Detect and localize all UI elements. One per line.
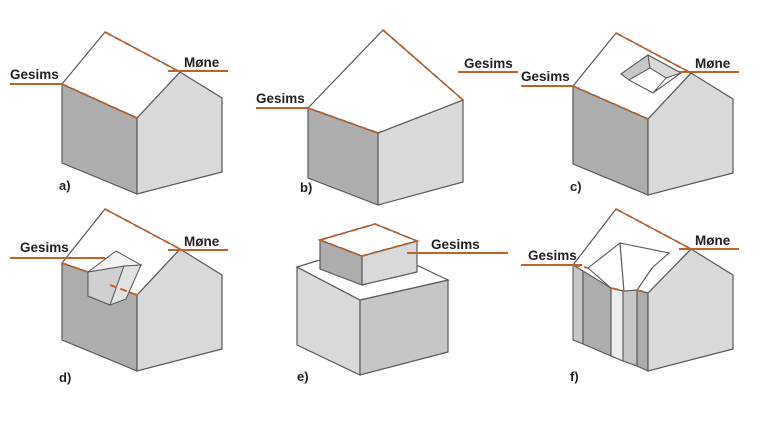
- panel-d-eaves-line-left: [61, 262, 89, 273]
- panel-f: Gesims Møne f): [521, 208, 739, 384]
- panel-e-gesims-label: Gesims: [431, 237, 480, 252]
- panel-c: Gesims Møne c): [521, 32, 739, 196]
- panel-d: Gesims Møne d): [10, 208, 228, 385]
- panel-a-roof-plane: [61, 31, 181, 119]
- panel-d-eaves-line-right: [109, 284, 138, 296]
- panel-c-ridge-line: [615, 32, 692, 74]
- panel-d-letter: d): [59, 370, 71, 385]
- panel-a-eaves-line: [61, 83, 138, 119]
- panel-f-wall-rear-sliver: [572, 264, 584, 345]
- panel-f-dormer-front-wall: [610, 287, 624, 362]
- panel-f-wall-right-lower: [636, 289, 649, 372]
- panel-a-gesims-label: Gesims: [10, 67, 59, 82]
- panel-a-ridge-line: [104, 31, 181, 73]
- panel-e: Gesims e): [295, 222, 508, 384]
- panel-b-gesims-left-label: Gesims: [256, 91, 305, 106]
- panel-f-eaves-line-dormer: [610, 287, 625, 292]
- panel-f-ridge-line: [615, 208, 692, 250]
- panel-f-mone-label: Møne: [695, 233, 731, 248]
- panel-b: Gesims Gesims b): [256, 29, 518, 206]
- panel-a: Gesims Møne a): [10, 31, 228, 195]
- panel-f-letter: f): [570, 369, 579, 384]
- panel-c-mone-label: Møne: [695, 56, 731, 71]
- panel-b-eaves-front-line: [307, 107, 379, 134]
- panel-f-gesims-label: Gesims: [528, 248, 577, 263]
- panel-b-letter: b): [300, 180, 312, 195]
- panel-c-roof-light-well: [619, 54, 683, 94]
- panel-a-mone-label: Møne: [184, 55, 220, 70]
- panel-c-light-well-floor: [627, 67, 667, 94]
- panel-f-dormer-side-wall: [622, 289, 638, 367]
- panel-b-gesims-right-label: Gesims: [464, 56, 513, 71]
- panel-d-terrace-side-wall: [109, 264, 142, 306]
- panel-c-gesims-label: Gesims: [521, 69, 570, 84]
- panel-d-ridge-line: [104, 208, 181, 250]
- panel-d-recessed-roof-terrace: [87, 250, 143, 306]
- panel-e-penthouse-eaves-outline: [317, 222, 420, 257]
- panel-d-mone-label: Møne: [184, 234, 220, 249]
- panel-f-eaves-line-right: [636, 289, 649, 294]
- panel-c-eaves-line: [572, 85, 649, 120]
- panel-c-letter: c): [570, 179, 582, 194]
- panel-d-gesims-label: Gesims: [20, 240, 69, 255]
- panel-a-letter: a): [59, 178, 71, 193]
- panel-f-gabled-dormer: [587, 241, 671, 292]
- panel-e-letter: e): [297, 369, 309, 384]
- panel-b-eaves-back-line: [382, 29, 464, 101]
- panel-f-dormer-roof-right: [619, 242, 671, 292]
